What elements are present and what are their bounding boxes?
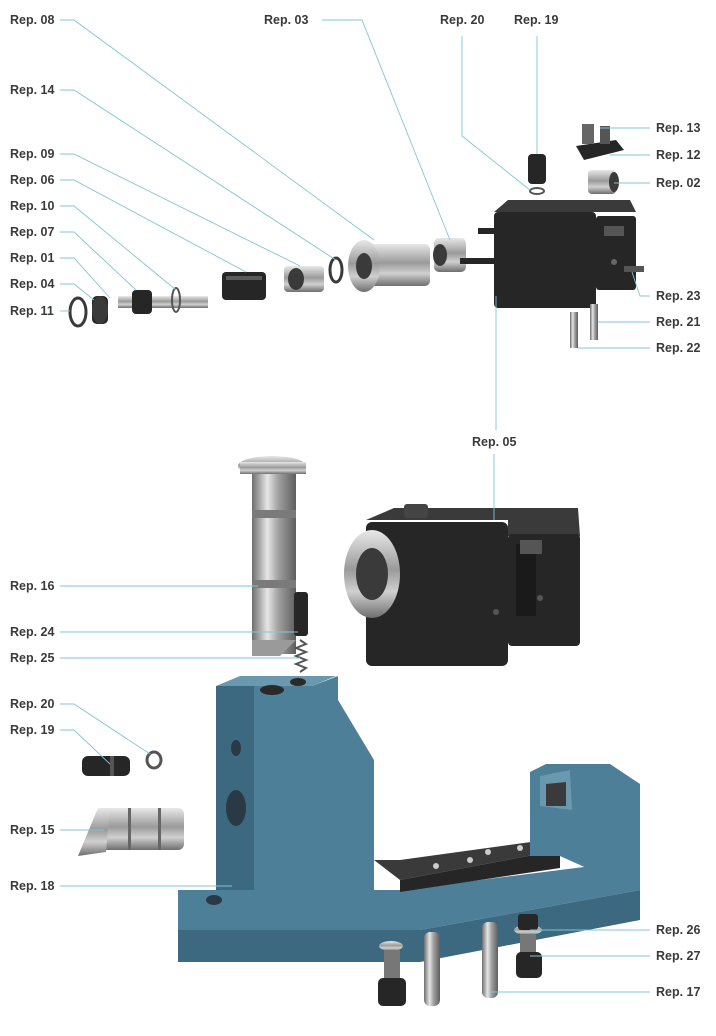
label-rep-12: Rep. 12 — [656, 148, 701, 162]
label-rep-16: Rep. 16 — [10, 579, 55, 593]
label-rep-22: Rep. 22 — [656, 341, 701, 355]
small-bushing-part — [588, 170, 619, 194]
label-rep-02: Rep. 02 — [656, 176, 701, 190]
set-screw-b-part — [82, 756, 130, 776]
dowel-pin-b-part — [482, 922, 498, 998]
label-rep-19-top: Rep. 19 — [514, 13, 559, 27]
label-rep-24: Rep. 24 — [10, 625, 55, 639]
bottom-fasteners — [378, 914, 542, 1006]
pin-21-part — [590, 304, 598, 340]
dowel-pin-a-part — [424, 932, 440, 1006]
rod-part — [460, 258, 506, 264]
label-rep-11: Rep. 11 — [10, 304, 54, 318]
base-frame-part — [178, 676, 640, 962]
label-rep-23: Rep. 23 — [656, 289, 701, 303]
label-rep-07: Rep. 07 — [10, 225, 55, 239]
label-rep-20-bottom: Rep. 20 — [10, 697, 55, 711]
label-rep-13: Rep. 13 — [656, 121, 701, 135]
label-rep-04: Rep. 04 — [10, 277, 55, 291]
label-rep-18: Rep. 18 — [10, 879, 55, 893]
label-rep-03: Rep. 03 — [264, 13, 309, 27]
part-labels: Rep. 08 Rep. 03 Rep. 20 Rep. 19 Rep. 14 … — [10, 13, 701, 999]
knurled-sleeve-part — [222, 272, 266, 300]
shaft-part — [118, 287, 208, 314]
washer-b-part — [145, 750, 163, 770]
cam-roller-part — [78, 808, 184, 856]
clamp-part — [576, 124, 624, 160]
pin-23-part — [624, 266, 644, 272]
collar-part — [433, 238, 466, 272]
label-rep-10: Rep. 10 — [10, 199, 55, 213]
label-rep-14: Rep. 14 — [10, 83, 55, 97]
leader-lines — [60, 19, 650, 993]
ring-part — [328, 256, 344, 284]
main-block-exploded-part — [494, 200, 636, 308]
label-rep-19-bottom: Rep. 19 — [10, 723, 55, 737]
label-rep-01: Rep. 01 — [10, 251, 55, 265]
main-block-assembled-part — [344, 504, 580, 666]
label-rep-06: Rep. 06 — [10, 173, 55, 187]
label-rep-09: Rep. 09 — [10, 147, 55, 161]
pin-assembly — [238, 456, 309, 673]
label-rep-17: Rep. 17 — [656, 985, 701, 999]
bushing-part — [284, 266, 324, 292]
nut-part — [92, 296, 108, 324]
bolt-left-part — [378, 941, 406, 1006]
bolt-right-part — [514, 914, 542, 978]
label-rep-05: Rep. 05 — [472, 435, 517, 449]
label-rep-26: Rep. 26 — [656, 923, 701, 937]
circlip-part — [68, 296, 88, 328]
flange-sleeve-part — [348, 240, 430, 292]
label-rep-21: Rep. 21 — [656, 315, 701, 329]
set-screw-part — [528, 154, 546, 195]
label-rep-20-top: Rep. 20 — [440, 13, 485, 27]
label-rep-08: Rep. 08 — [10, 13, 55, 27]
label-rep-15: Rep. 15 — [10, 823, 55, 837]
top-exploded-parts — [68, 124, 644, 348]
label-rep-27: Rep. 27 — [656, 949, 701, 963]
pin-22-part — [570, 312, 578, 348]
left-small-parts — [78, 750, 184, 856]
label-rep-25: Rep. 25 — [10, 651, 55, 665]
